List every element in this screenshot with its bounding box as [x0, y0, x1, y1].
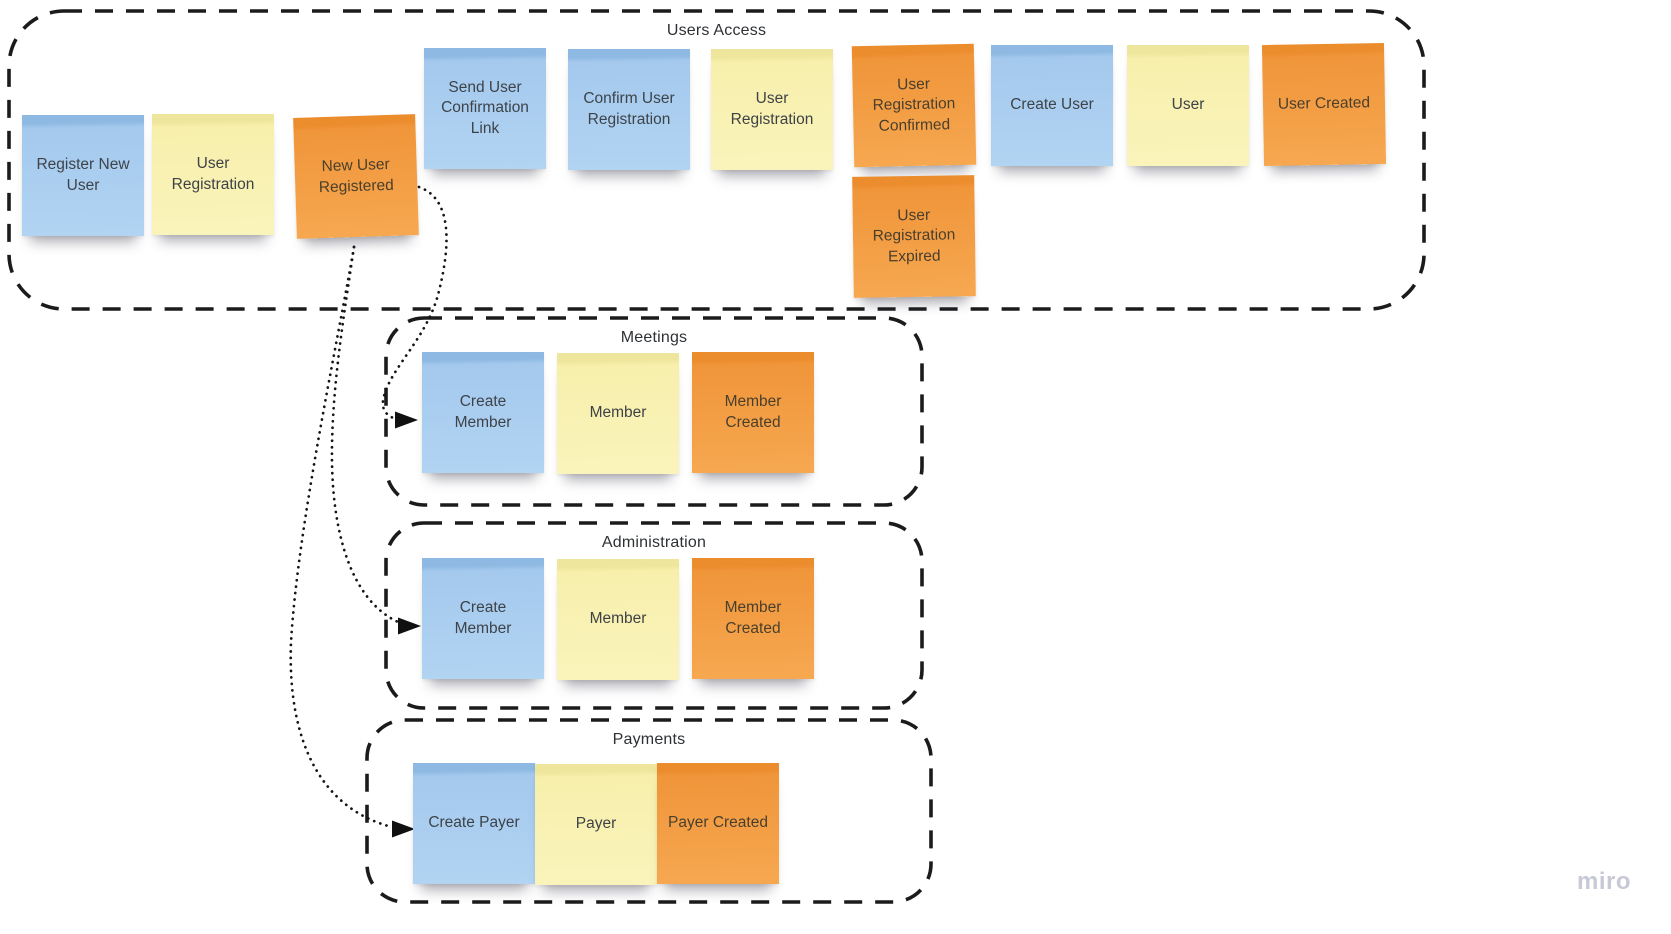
sticky-note-label: Create Member [454, 393, 512, 431]
connector-line[interactable] [330, 245, 400, 624]
sticky-note-label: Send User Confirmation Link [441, 79, 529, 137]
sticky-note-label: Create Payer [428, 814, 520, 832]
sticky-note-create-member-meetings[interactable]: Create Member [422, 352, 544, 473]
sticky-note-payer-payments[interactable]: Payer [535, 764, 657, 885]
sticky-note-label: New User Registered [318, 156, 395, 196]
sticky-note-label: Register New User [36, 156, 130, 194]
sticky-note-label: Member Created [724, 393, 782, 431]
group-box-payments[interactable] [365, 718, 933, 904]
sticky-note-label: User Registration Confirmed [872, 75, 956, 135]
sticky-note-label: Create User [1010, 96, 1094, 114]
sticky-note-label: Payer Created [668, 814, 768, 832]
group-title-administration: Administration [601, 534, 707, 551]
connector-arrowhead [395, 411, 418, 429]
connector-arrowhead [398, 617, 421, 635]
sticky-note-label: Member Created [724, 599, 782, 637]
group-box-meetings[interactable] [384, 316, 924, 507]
sticky-note-new-user-registered-users-access[interactable]: New User Registered [293, 114, 419, 239]
sticky-note-label: Member [589, 610, 647, 628]
sticky-note-create-user-users-access[interactable]: Create User [991, 45, 1113, 166]
sticky-note-confirm-user-registration-users-access[interactable]: Confirm User Registration [568, 49, 690, 170]
sticky-note-user-registration-expired-users-access[interactable]: User Registration Expired [852, 175, 976, 298]
group-title-users-access: Users Access [666, 22, 767, 39]
sticky-note-member-administration[interactable]: Member [557, 559, 679, 680]
sticky-note-user-users-access[interactable]: User [1127, 45, 1249, 166]
sticky-note-member-created-administration[interactable]: Member Created [692, 558, 814, 679]
sticky-note-label: Payer [575, 815, 617, 833]
group-title-meetings: Meetings [620, 329, 688, 346]
connector-arrowhead [392, 820, 415, 838]
sticky-note-label: Confirm User Registration [583, 90, 675, 128]
sticky-note-label: User Created [1277, 94, 1371, 114]
sticky-note-label: User Registration Expired [872, 207, 956, 265]
sticky-note-label: Create Member [454, 599, 512, 637]
connector-new-user-registered-to-administration[interactable] [330, 245, 421, 635]
sticky-note-label: User Registration [171, 155, 255, 193]
sticky-note-member-meetings[interactable]: Member [557, 353, 679, 474]
sticky-note-label: Member [589, 404, 647, 422]
sticky-note-create-member-administration[interactable]: Create Member [422, 558, 544, 679]
sticky-note-payer-created-payments[interactable]: Payer Created [657, 763, 779, 884]
sticky-note-member-created-meetings[interactable]: Member Created [692, 352, 814, 473]
group-title-payments: Payments [612, 731, 686, 748]
connector-new-user-registered-to-payments[interactable] [289, 245, 415, 838]
sticky-note-register-new-user-users-access[interactable]: Register New User [22, 115, 144, 236]
sticky-note-send-user-confirmation-link-users-access[interactable]: Send User Confirmation Link [424, 48, 546, 169]
sticky-note-user-registration-users-access[interactable]: User Registration [711, 49, 833, 170]
group-box-users-access[interactable] [7, 9, 1426, 311]
group-box-administration[interactable] [384, 521, 924, 710]
sticky-note-create-payer-payments[interactable]: Create Payer [413, 763, 535, 884]
miro-watermark: miro [1577, 868, 1632, 895]
sticky-note-user-registration-users-access[interactable]: User Registration [152, 114, 274, 235]
sticky-note-label: User [1171, 96, 1205, 114]
connector-new-user-registered-to-meetings[interactable] [381, 185, 448, 429]
connector-line[interactable] [381, 185, 448, 421]
sticky-note-user-registration-confirmed-users-access[interactable]: User Registration Confirmed [851, 43, 977, 168]
sticky-note-user-created-users-access[interactable]: User Created [1261, 42, 1387, 167]
sticky-note-label: User Registration [730, 90, 814, 128]
